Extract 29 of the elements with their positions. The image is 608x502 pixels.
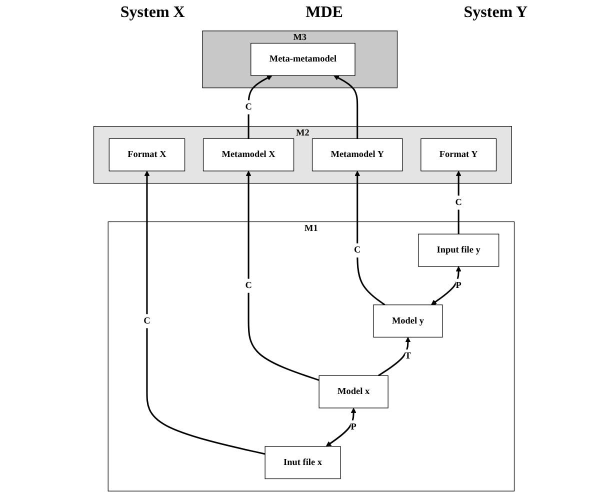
node-box: Meta-metamodel [250,42,356,76]
column-heading: MDE [306,4,343,22]
arrow [456,170,462,234]
arrow [354,170,386,306]
edge-label: C [354,245,361,255]
node-box: Metamodel X [202,138,294,172]
edge-label: C [245,280,252,290]
node-box: Metamodel Y [312,138,403,172]
arrow [378,336,411,376]
arrow [326,408,356,447]
edge-label: P [350,422,356,432]
arrow [248,75,272,139]
node-box: Model x [318,375,388,408]
arrow [334,75,358,139]
edge-label: C [245,102,252,112]
edge-label: T [404,351,412,362]
arrow [144,170,266,455]
node-box: Model y [373,304,443,338]
arrow [431,266,462,305]
node-box: Input file y [418,234,500,267]
column-heading: System Y [464,4,528,22]
edge-label: C [455,197,462,208]
node-box: Format X [108,138,186,172]
node-box: Format Y [420,138,497,172]
node-box: Inut file x [264,446,341,480]
edge-label: C [144,316,150,326]
arrow [246,170,320,381]
edge-label: P [456,280,462,290]
column-heading: System X [120,4,185,22]
